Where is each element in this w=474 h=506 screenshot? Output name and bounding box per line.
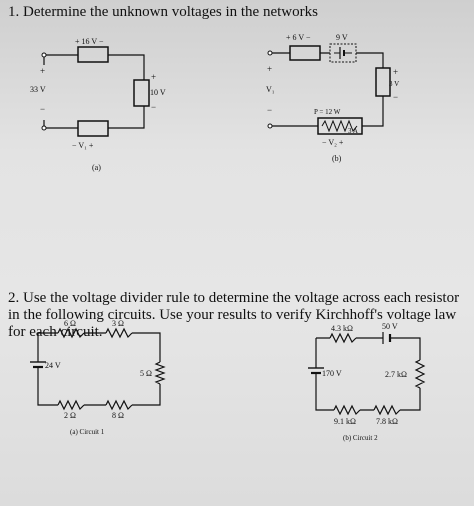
caption-a: (a) — [92, 163, 101, 172]
label-6ohm: 6 Ω — [64, 319, 76, 328]
label-power: P = 12 W — [314, 108, 341, 116]
caption-b: (b) — [332, 154, 342, 163]
label-4-3k: 4.3 kΩ — [331, 324, 353, 333]
label-170v: 170 V — [322, 369, 342, 378]
resistor-bottom-a — [77, 120, 109, 137]
resistor-zigzag-b — [321, 119, 358, 133]
caption-c2: (b) Circuit 2 — [343, 434, 378, 442]
resistor-right-a — [133, 79, 150, 107]
resistor-bottom-b — [317, 117, 363, 135]
label-8ohm: 8 Ω — [112, 411, 124, 420]
battery-symbol-b — [334, 47, 352, 59]
label-2-7k: 2.7 kΩ — [385, 370, 407, 379]
label-b-right-plus: + — [393, 67, 398, 77]
label-a-left-minus: − — [40, 104, 45, 114]
label-9v: 9 V — [336, 33, 348, 42]
terminal-top-b — [267, 50, 273, 56]
caption-c1: (a) Circuit 1 — [70, 428, 105, 436]
label-b-right-minus: − — [393, 92, 398, 102]
resistor-top-b — [289, 45, 321, 61]
label-24v: 24 V — [45, 361, 61, 370]
label-2ohm: 2 Ω — [64, 411, 76, 420]
label-6v: + 6 V − — [286, 33, 311, 42]
question-1-heading: 1. Determine the unknown voltages in the… — [8, 4, 318, 20]
label-16v: + 16 V − — [75, 37, 104, 46]
resistor-right-b — [375, 67, 391, 97]
label-33v: 33 V — [30, 85, 46, 94]
terminal-bottom-b — [267, 123, 273, 129]
label-v1-b: V₁ — [266, 85, 275, 94]
label-b-left-plus: + — [267, 64, 272, 74]
label-7-8k: 7.8 kΩ — [376, 417, 398, 426]
terminal-bottom-a — [41, 125, 47, 131]
label-10v: 10 V — [150, 88, 166, 97]
label-9-1k: 9.1 kΩ — [334, 417, 356, 426]
label-a-right-minus: − — [151, 102, 156, 112]
label-3a: 3 A — [348, 127, 358, 135]
resistor-top-a — [77, 46, 109, 63]
label-3v: 3 V — [389, 80, 399, 88]
resistor-zigzags-c1 — [57, 327, 166, 411]
label-b-left-minus: − — [267, 105, 272, 115]
battery-box-b — [329, 43, 357, 63]
label-v1-a: − V₁ + — [72, 141, 94, 150]
label-a-right-plus: + — [151, 72, 156, 82]
source-24v-symbol — [30, 361, 46, 372]
label-5ohm: 5 Ω — [140, 369, 152, 378]
label-a-left-plus: + — [40, 66, 45, 76]
label-50v: 50 V — [382, 322, 398, 331]
terminal-top-a — [41, 52, 47, 58]
resistor-zigzags-c2 — [329, 332, 426, 416]
label-v2: − V₂ + — [322, 138, 344, 147]
source-170v-symbol — [308, 367, 324, 378]
label-3ohm: 3 Ω — [112, 319, 124, 328]
battery-50v-symbol — [382, 332, 392, 344]
